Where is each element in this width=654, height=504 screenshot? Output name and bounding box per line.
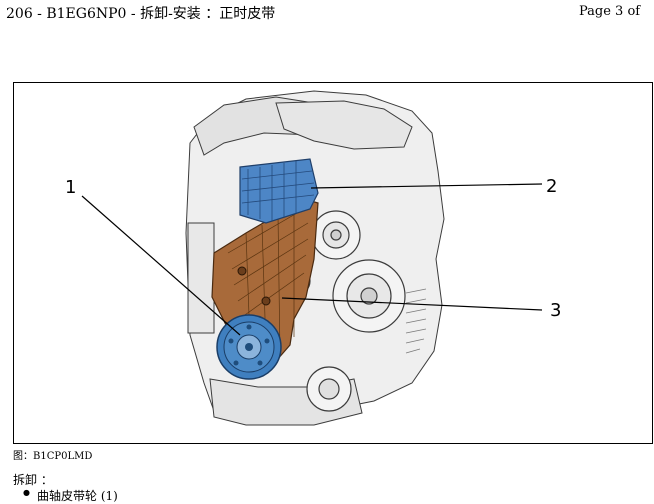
cover-bolt: [237, 266, 247, 276]
callout-2: 2: [546, 176, 557, 197]
upper-timing-cover: [239, 158, 319, 224]
removal-heading: 拆卸 ：: [13, 473, 53, 487]
callout-1: 1: [65, 177, 76, 198]
page-number: Page 3 of: [579, 4, 641, 19]
document-title: 206 - B1EG6NP0 - 拆卸-安装 ：正时皮带: [6, 6, 276, 22]
leader-line-3: [281, 297, 543, 311]
engine-illustration: 1 2 3: [65, 90, 561, 426]
valve-cover: [275, 100, 413, 150]
engine-figure: 1 2 3: [13, 82, 653, 444]
leader-line-2: [310, 183, 543, 189]
figure-caption: 图：B1CP0LMD: [13, 451, 93, 462]
leader-line-1: [81, 195, 241, 336]
callout-3: 3: [550, 300, 561, 321]
left-block-side: [187, 222, 215, 334]
list-item: 曲轴皮带轮 (1): [23, 487, 118, 504]
